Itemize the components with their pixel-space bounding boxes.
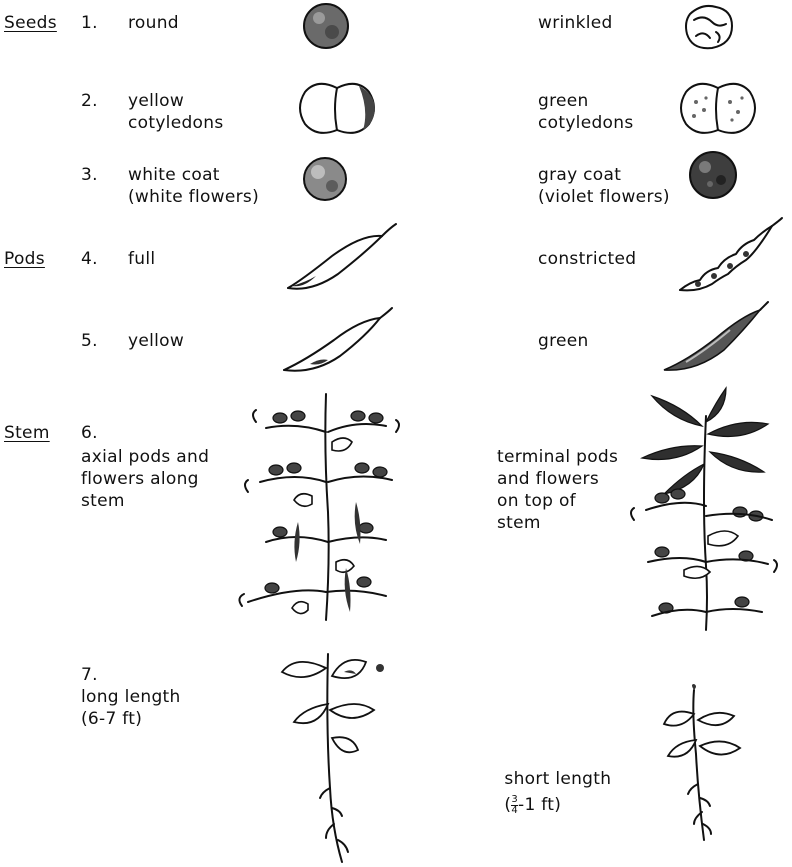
green-pod-icon: [660, 300, 772, 376]
yellow-pod-icon: [280, 306, 400, 376]
dominant-label-2: yellow cotyledons: [128, 90, 223, 134]
dominant-label-3: white coat (white flowers): [128, 164, 259, 208]
dominant-label-7: long length (6-7 ft): [81, 686, 181, 730]
recessive-label-4: constricted: [538, 248, 636, 270]
wrinkled-seed-icon: [682, 2, 736, 52]
white-coat-seed-icon: [302, 156, 348, 202]
trait-number-7: 7.: [81, 664, 98, 686]
recessive-label-6: terminal pods and flowers on top of stem: [497, 446, 618, 534]
full-pod-icon: [282, 222, 402, 294]
short-plant-icon: [658, 684, 762, 844]
range-rest: -1 ft): [518, 795, 561, 815]
category-pods: Pods: [4, 248, 45, 270]
axial-flowers-plant-icon: [236, 392, 404, 622]
dominant-label-1: round: [128, 12, 179, 34]
gray-coat-seed-icon: [688, 150, 738, 200]
trait-number-5: 5.: [81, 330, 98, 352]
recessive-label-2: green cotyledons: [538, 90, 633, 134]
trait-number-2: 2.: [81, 90, 98, 112]
recessive-label-5: green: [538, 330, 589, 352]
trait-number-3: 3.: [81, 164, 98, 186]
range-open-paren: (: [504, 795, 511, 815]
dominant-label-4: full: [128, 248, 155, 270]
yellow-cotyledons-icon: [297, 80, 377, 138]
trait-number-6: 6.: [81, 422, 98, 444]
round-seed-icon: [302, 2, 350, 50]
category-seeds: Seeds: [4, 12, 57, 34]
recessive-label-1: wrinkled: [538, 12, 613, 34]
dominant-label-5: yellow: [128, 330, 184, 352]
trait-number-4: 4.: [81, 248, 98, 270]
recessive-label-3: gray coat (violet flowers): [538, 164, 670, 208]
trait-number-1: 1.: [81, 12, 98, 34]
green-cotyledons-icon: [678, 80, 758, 138]
tall-plant-icon: [268, 648, 418, 864]
constricted-pod-icon: [676, 216, 788, 296]
dominant-label-6: axial pods and flowers along stem: [81, 446, 209, 512]
terminal-flowers-plant-icon: [622, 386, 782, 632]
category-stem: Stem: [4, 422, 50, 444]
